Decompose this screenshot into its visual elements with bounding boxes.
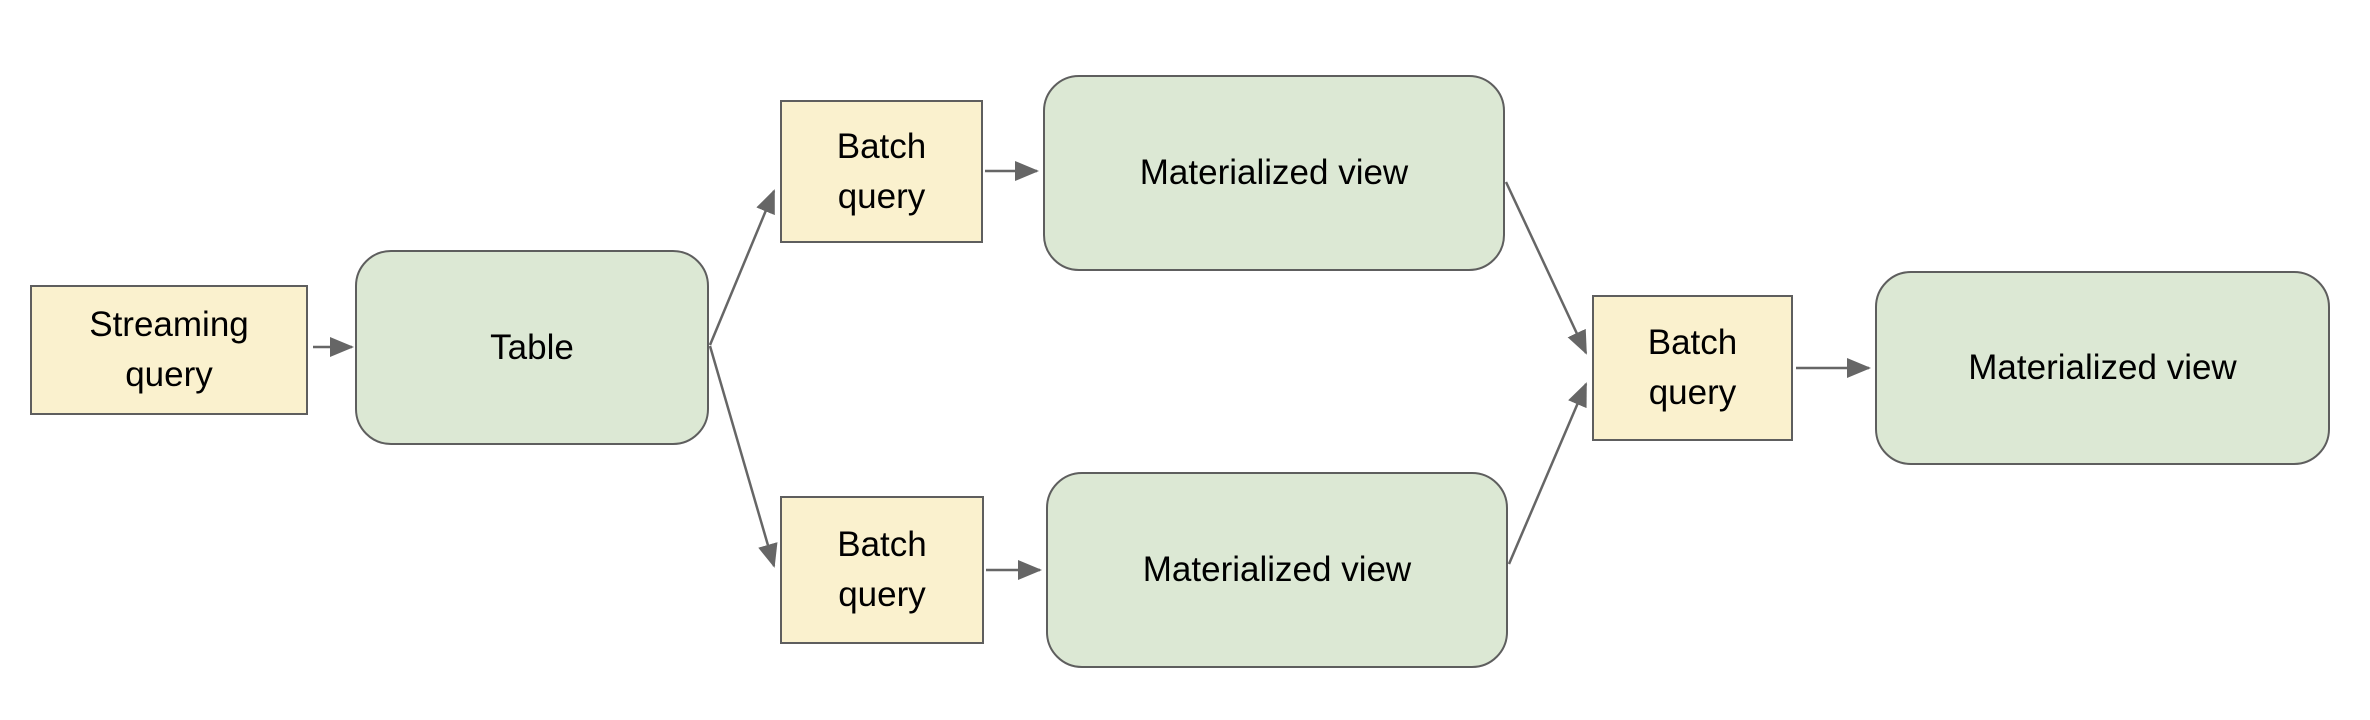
node-batch-query-top-label: Batch query <box>836 126 927 216</box>
node-table: Table <box>355 250 709 445</box>
edge-materialized-view-top-to-batch-query-center <box>1504 181 1588 355</box>
node-streaming-query-label: Streaming query <box>89 305 249 394</box>
node-table-label: Table <box>490 327 574 367</box>
node-batch-query-bottom-label: Batch query <box>837 525 927 614</box>
edge-materialized-view-bottom-to-batch-query-center <box>1507 382 1588 565</box>
node-batch-query-top: Batch query <box>780 100 983 243</box>
node-materialized-view-bottom: Materialized view <box>1046 472 1508 668</box>
node-materialized-view-top-label: Materialized view <box>1139 153 1409 193</box>
node-materialized-view-final-label: Materialized view <box>1968 348 2237 388</box>
node-batch-query-center-label: Batch query <box>1647 323 1738 412</box>
node-batch-query-center: Batch query <box>1592 295 1793 441</box>
edge-table-to-batch-query-bottom <box>708 345 778 568</box>
edge-table-to-batch-query-top <box>708 189 776 346</box>
node-materialized-view-top: Materialized view <box>1043 75 1505 271</box>
node-streaming-query: Streaming query <box>30 285 308 415</box>
node-batch-query-bottom: Batch query <box>780 496 984 644</box>
node-materialized-view-bottom-label: Materialized view <box>1142 550 1412 590</box>
node-materialized-view-final: Materialized view <box>1875 271 2330 465</box>
